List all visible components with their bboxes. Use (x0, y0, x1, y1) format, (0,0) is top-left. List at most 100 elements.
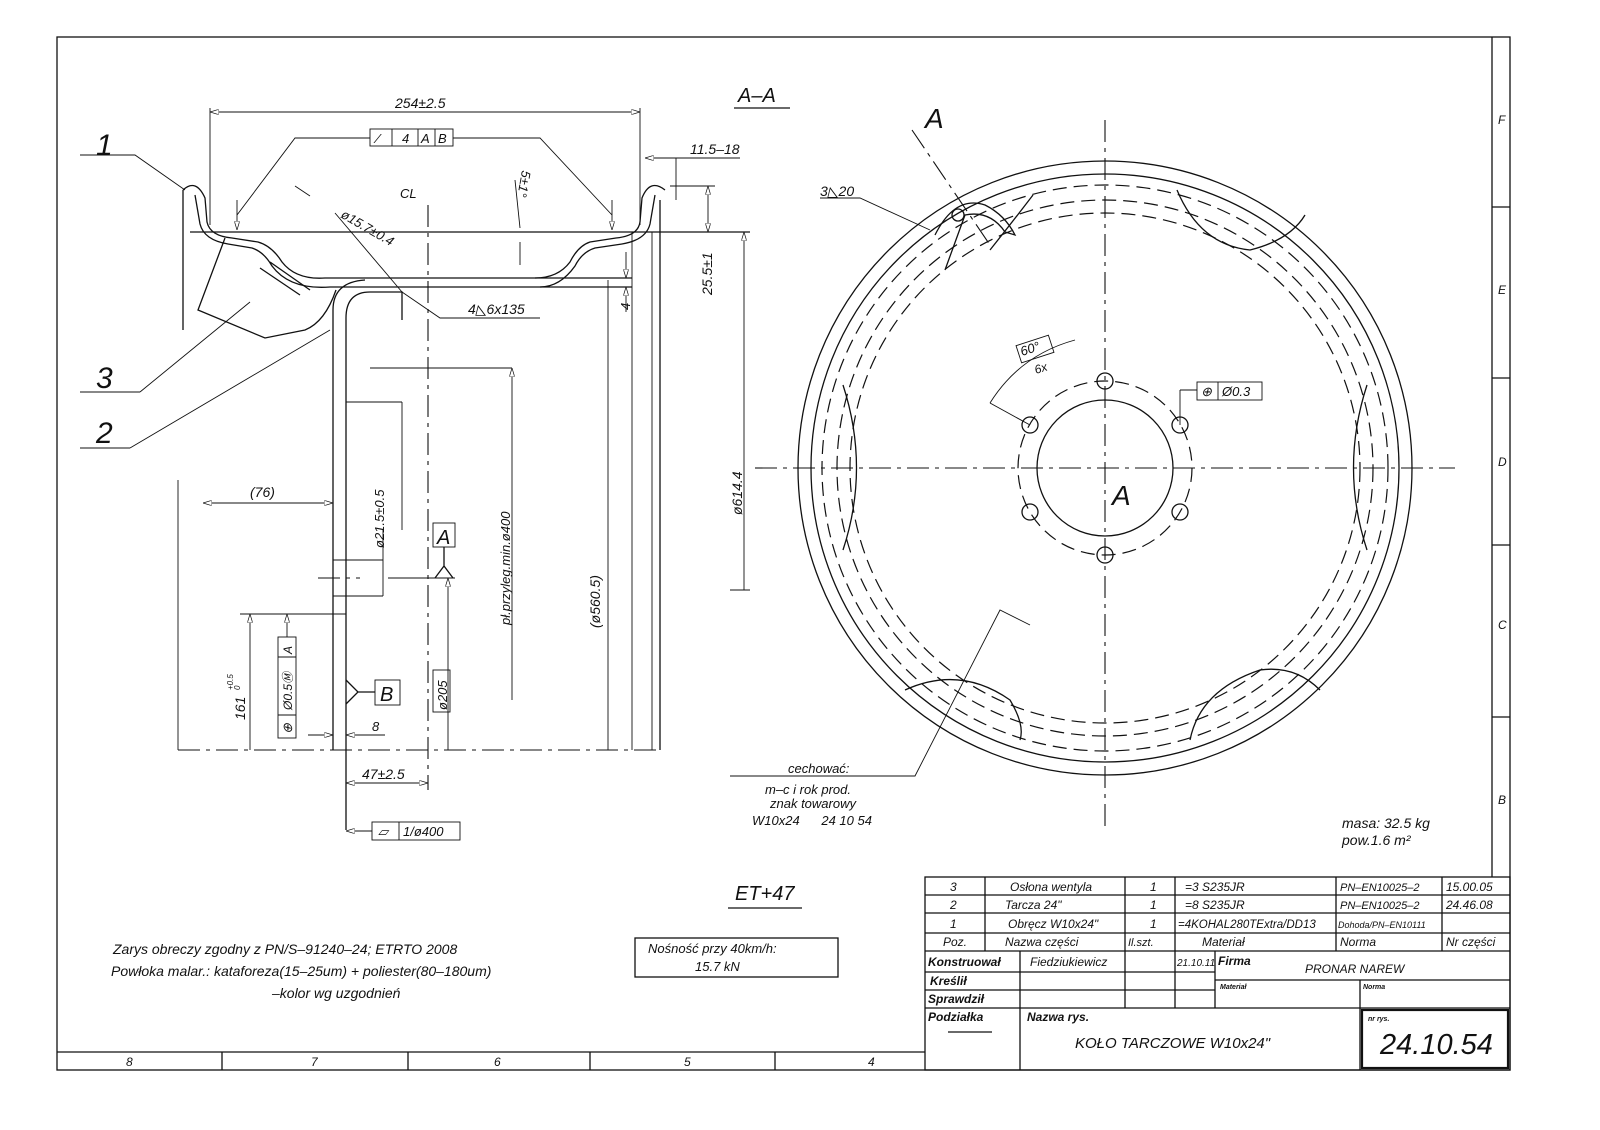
company-label: Firma (1218, 954, 1251, 968)
load-line: Nośność przy 40km/h: (648, 941, 777, 956)
dim-flange: 25.5±1 (699, 252, 715, 296)
cell: Osłona wentyla (1010, 880, 1092, 894)
zone-label: F (1498, 113, 1506, 127)
drawing-name-label: Nazwa rys. (1027, 1010, 1089, 1024)
dim-offset: 11.5–18 (690, 141, 740, 157)
dim-47: 47±2.5 (362, 766, 405, 782)
zone-label: C (1498, 618, 1507, 632)
cell: =8 S235JR (1185, 898, 1245, 912)
section-view: A–A (80, 85, 790, 831)
cell: PN–EN10025–2 (1340, 882, 1420, 894)
header-cell: Materiał (1202, 935, 1245, 949)
fcf-value: Ø0.3 (1221, 384, 1251, 399)
title-block-fields: Konstruował Fiedziukiewicz 21.10.11 Kreś… (928, 954, 1493, 1061)
date: 21.10.11 (1176, 958, 1215, 969)
dim-width: 254±2.5 (394, 95, 446, 111)
zone-labels: F E D C B 8 7 6 5 4 (126, 113, 1507, 1069)
cell: =4KOHAL280TExtra/DD13 (1178, 919, 1316, 931)
marking-line: znak towarowy (769, 796, 857, 811)
drawn-label: Kreślił (930, 974, 967, 988)
angle-count: 6x (1033, 359, 1050, 377)
parts-row: 1 Obręcz W10x24" 1 =4KOHAL280TExtra/DD13… (950, 917, 1426, 931)
zone-label: 6 (494, 1055, 501, 1069)
cell: =3 S235JR (1185, 880, 1245, 894)
marking-note: cechować: m–c i rok prod. znak towarowy … (752, 761, 872, 828)
designer-name: Fiedziukiewicz (1030, 955, 1107, 969)
hub-label: A (1110, 480, 1131, 511)
zone-label: E (1498, 283, 1507, 297)
position-2: 2 (95, 417, 113, 450)
section-annotations: 254±2.5 ⁄ 4 A B 11.5–18 CL 5±1° ø15.7±0.… (95, 95, 745, 841)
marking-line: W10x24 24 10 54 (752, 813, 872, 828)
dim-bore: ø21.5±0.5 (372, 489, 387, 548)
parts-row: 2 Tarcza 24" 1 =8 S235JR PN–EN10025–2 24… (949, 898, 1493, 912)
section-title: A–A (737, 85, 776, 107)
mass-label: masa: 32.5 kg (1342, 815, 1430, 831)
front-annotations: A 3◺20 60° 6x ⊕ Ø0.3 A (820, 103, 1263, 511)
note-line: Zarys obreczy zgodny z PN/S–91240–24; ET… (112, 941, 457, 957)
front-view (730, 120, 1455, 830)
material-label: Materiał (1220, 984, 1248, 991)
checked-label: Sprawdził (928, 992, 985, 1006)
position-3: 3 (96, 362, 113, 395)
dim-205: ø205 (435, 680, 450, 710)
position-fcf-holes: ⊕ Ø0.3 (1196, 381, 1263, 401)
weld-valve: 3◺20 (820, 183, 854, 199)
dim-contact-surface: pł.przyleg.min.ø400 (498, 511, 513, 626)
dim-angle: 5±1° (514, 169, 533, 198)
drawing-number: 24.10.54 (1379, 1029, 1493, 1061)
cell: 2 (949, 898, 957, 912)
datum-b: B (380, 684, 393, 706)
drawing-frame (56, 36, 1511, 1071)
cell: Tarcza 24" (1005, 898, 1062, 912)
fcf-value: Ø0.5Ⓜ (281, 670, 295, 711)
cell: 3 (950, 880, 957, 894)
designed-label: Konstruował (928, 955, 1001, 969)
runout-fcf: ⁄ 4 A B (369, 128, 454, 147)
weld-symbol: 4◺6x135 (468, 301, 525, 317)
cell: Obręcz W10x24" (1008, 917, 1099, 931)
note-line: Powłoka malar.: kataforeza(15–25um) + po… (111, 963, 491, 979)
cell: 1 (1150, 898, 1157, 912)
position-1: 1 (96, 129, 113, 162)
marking-line: m–c i rok prod. (765, 782, 851, 797)
cell: 15.00.05 (1446, 880, 1493, 894)
header-cell: Norma (1340, 935, 1376, 949)
fcf-datum: A (281, 646, 295, 655)
parts-row: 3 Osłona wentyla 1 =3 S235JR PN–EN10025–… (950, 880, 1493, 894)
zone-label: D (1498, 455, 1507, 469)
centerline-label: CL (400, 186, 417, 201)
cell: 1 (1150, 880, 1157, 894)
parts-list: 3 Osłona wentyla 1 =3 S235JR PN–EN10025–… (943, 880, 1496, 949)
norm-label: Norma (1363, 984, 1385, 991)
angle-label: 60° (1018, 339, 1041, 359)
dim-8: 8 (372, 719, 380, 734)
dim-614: ø614.4 (729, 471, 745, 515)
cell: 1 (950, 917, 957, 931)
fcf-datum: B (438, 131, 447, 146)
header-cell: Il.szt. (1128, 937, 1154, 949)
header-cell: Nr części (1446, 935, 1496, 949)
dim-161: 161 (232, 697, 248, 720)
zone-label: 5 (684, 1055, 691, 1069)
note-line: –kolor wg uzgodnień (271, 985, 401, 1001)
dim-4: 4 (618, 303, 633, 310)
cell: 24.46.08 (1445, 898, 1493, 912)
zone-label: B (1498, 793, 1506, 807)
position-icon: ⊕ (280, 723, 295, 734)
section-mark: A (923, 103, 944, 134)
cell: Dohoda/PN–EN10111 (1338, 920, 1426, 930)
company-name: PRONAR NAREW (1305, 962, 1406, 976)
dim-76: (76) (250, 484, 275, 500)
header-cell: Nazwa części (1005, 935, 1079, 949)
flatness-icon: ▱ (378, 824, 390, 839)
dim-161-tol-up: +0.5 (226, 674, 235, 690)
scale-label: Podziałka (928, 1010, 984, 1024)
area-label: pow.1.6 m² (1341, 832, 1412, 848)
load-box (634, 937, 839, 978)
drawing-no-label: nr rys. (1368, 1016, 1389, 1023)
datum-a: A (436, 527, 450, 549)
zone-label: 8 (126, 1055, 133, 1069)
header-cell: Poz. (943, 935, 967, 949)
